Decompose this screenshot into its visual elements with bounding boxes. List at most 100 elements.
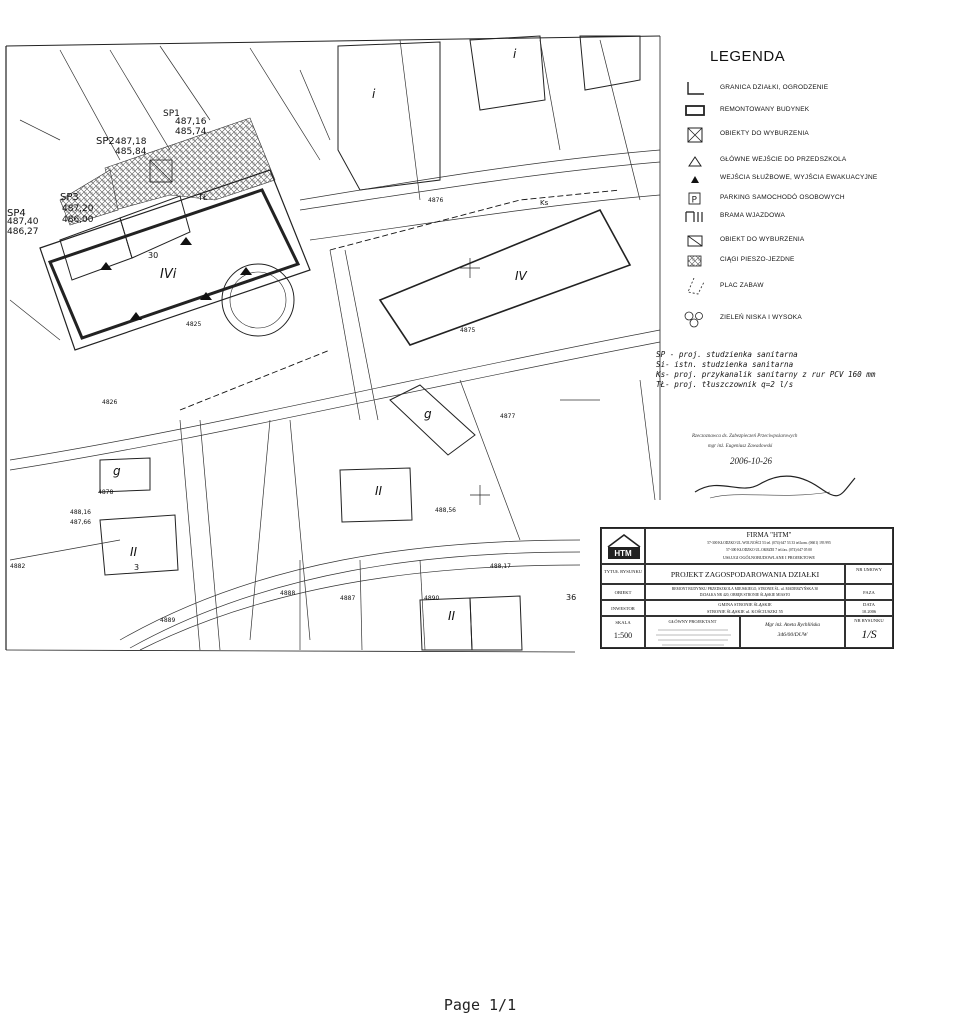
- label-number-3: 3: [134, 563, 139, 572]
- label-building-i1: i: [372, 87, 376, 101]
- label-elev-1: 487,16: [175, 117, 207, 127]
- legend-item-main-entrance: GŁÓWNE WEJŚCIE DO PRZEDSZKOLA: [672, 152, 912, 170]
- pedestrian-road-areas: [59, 117, 276, 226]
- label-elev-d7: 4882: [10, 563, 25, 570]
- pedestrian-road-hatch-icon: [687, 255, 702, 267]
- parking-p-icon: P: [688, 192, 701, 206]
- firm-name: FIRMA "HTM": [746, 531, 792, 539]
- stamp-line: mgr inż. Eugeniusz Zawadowski: [708, 444, 773, 449]
- label-building-g2: g: [113, 464, 121, 478]
- object-line-2: DZIAŁKA NR 420, OBRĘB STRONIE ŚLĄSKIE MI…: [699, 593, 791, 597]
- date-value: 10.2006: [861, 609, 877, 614]
- legend-label: CIĄGI PIESZO-JEZDNE: [720, 256, 795, 263]
- label-elev-d13: 4887: [340, 595, 355, 602]
- label-elev-d3: 4875: [460, 327, 475, 334]
- label-building-ivi: IVi: [160, 267, 177, 282]
- playground-icon: [687, 278, 705, 295]
- scale-value: 1:500: [613, 631, 633, 640]
- note-line: SP - proj. studzienka sanitarna: [656, 350, 798, 359]
- label-elev-2: 485,74: [175, 127, 207, 137]
- label-elev-d11: 4888: [280, 590, 295, 597]
- legend-label: GRANICA DZIAŁKI, OGRODZENIE: [720, 84, 829, 91]
- date-cell: DATA 10.2006: [845, 600, 893, 616]
- label-elev-d2: 4876: [428, 197, 443, 204]
- legend-item-gate: BRAMA WJAZDOWA: [672, 208, 912, 226]
- label-elev-d9: 487,66: [70, 519, 91, 526]
- designer-name: Mgr inż. Aneta Rychlińska: [765, 622, 820, 628]
- drawing-number: 1/S: [861, 627, 877, 641]
- main-entrance-triangle-icon: [688, 156, 702, 167]
- legend-panel: LEGENDA GRANICA DZIAŁKI, OGRODZENIE REMO…: [672, 38, 912, 338]
- title-label: TYTUŁ RYSUNKU: [603, 569, 643, 574]
- label-building-ii3: II: [448, 609, 456, 623]
- contract-cell: NR UMOWY: [845, 564, 893, 584]
- legend-label: OBIEKT DO WYBURZENIA: [720, 236, 805, 243]
- scale-label: SKALA: [615, 620, 631, 625]
- label-building-iv: IV: [515, 269, 528, 283]
- title-label-cell: TYTUŁ RYSUNKU: [601, 564, 645, 584]
- label-elev-d8: 488,56: [435, 507, 456, 514]
- object-label: OBIEKT: [614, 590, 632, 595]
- label-elev-d14: 4889: [160, 617, 175, 624]
- object-line-1: REMONT BUDYNKU PRZEDSZKOLA MIEJSKIEGO, S…: [671, 587, 819, 591]
- contract-label: NR UMOWY: [856, 567, 882, 572]
- label-sp2: SP2: [96, 136, 115, 147]
- label-elev-d10: 488,16: [70, 509, 91, 516]
- logo-text: HTM: [614, 549, 632, 558]
- legend-item-parking: P PARKING SAMOCHODÓ OSOBOWYCH: [672, 190, 912, 208]
- note-line: Si- istn. studzienka sanitarna: [656, 360, 794, 369]
- legend-title: LEGENDA: [710, 48, 786, 65]
- drawing-title: PROJEKT ZAGOSPODAROWANIA DZIAŁKI: [670, 570, 820, 579]
- stamp-line: Rzeczoznawca ds. Zabezpieczeń Przeciwpoż…: [692, 434, 798, 439]
- label-elev-d6: 4878: [98, 489, 113, 496]
- map-frame: [5, 35, 661, 653]
- note-line: TŁ- proj. tłuszczownik q=2 l/s: [656, 380, 794, 389]
- legend-label: REMONTOWANY BUDYNEK: [720, 106, 810, 113]
- legend-item-renovated: REMONTOWANY BUDYNEK: [672, 102, 912, 120]
- legend-label: WEJŚCIA SŁUŻBOWE, WYJŚCIA EWAKUACYJNE: [720, 174, 878, 181]
- note-line: Ks- proj. przykanalik sanitarny z rur PC…: [656, 370, 876, 379]
- label-elev-8: 486,27: [7, 227, 39, 237]
- legend-label: ZIELEŃ NISKA I WYSOKA: [720, 314, 802, 321]
- label-elev-6: 486,00: [62, 215, 94, 225]
- greenery-icon: [684, 311, 703, 328]
- label-ks: Ks: [540, 199, 549, 207]
- map-label-group: SP1 SP2 SP3 SP4 487,16 485,74 487,18 485…: [7, 47, 576, 624]
- title-cell: PROJEKT ZAGOSPODAROWANIA DZIAŁKI: [645, 564, 845, 584]
- designer-stamp: [656, 629, 731, 646]
- label-tl: TŁ: [197, 193, 208, 202]
- label-elev-d5: 4826: [102, 399, 117, 406]
- firm-cell: FIRMA "HTM" 57-300 KŁODZKO UL.WOLNOŚCI 5…: [645, 528, 893, 564]
- legend-item-demolition-object: OBIEKT DO WYBURZENIA: [672, 232, 912, 250]
- legend-label: PLAC ZABAW: [720, 282, 764, 289]
- road-lines: [9, 39, 661, 651]
- service-entrance-triangle-icon: [691, 176, 699, 183]
- designer-cell: Mgr inż. Aneta Rychlińska 346/00/DUW: [740, 616, 845, 648]
- label-building-ii1: II: [375, 484, 383, 498]
- investor-line-2: STRONIE ŚLĄSKIE ul. KOŚCIUSZKI 55: [707, 609, 783, 614]
- chief-designer-label: GŁÓWNY PROJEKTANT: [668, 619, 717, 624]
- stamp-date: 2006-10-26: [730, 456, 772, 466]
- firm-services: USŁUGI OGÓLNOBUDOWLANE I PROJEKTOWE: [723, 555, 815, 560]
- map-sheet: SP1 SP2 SP3 SP4 487,16 485,74 487,18 485…: [5, 35, 912, 653]
- label-building-ii2: II: [130, 545, 138, 559]
- legend-label: OBIEKTY DO WYBURZENIA: [720, 130, 809, 137]
- label-elev-d4: 4877: [500, 413, 515, 420]
- legend-item-demolition-objects: OBIEKTY DO WYBURZENIA: [672, 126, 912, 144]
- svg-text:P: P: [692, 196, 698, 206]
- htm-logo-icon: [607, 534, 641, 559]
- renovated-building-icon: [685, 105, 705, 116]
- investor-label-cell: INWESTOR: [601, 600, 645, 616]
- drawing-number-label: NR RYSUNKU: [854, 618, 884, 623]
- label-elev-5: 487,20: [62, 204, 94, 214]
- phase-cell: FAZA: [845, 584, 893, 600]
- expert-stamp: Rzeczoznawca ds. Zabezpieczeń Przeciwpoż…: [690, 432, 860, 502]
- survey-crosses: [460, 258, 490, 505]
- firm-address-1: 57-300 KŁODZKO UL.WOLNOŚCI 53 tel. (074)…: [707, 541, 831, 545]
- label-elev-d12: 488,17: [490, 563, 511, 570]
- buildings: [99, 35, 641, 651]
- legend-item-pedestrian-roads: CIĄGI PIESZO-JEZDNE: [672, 252, 912, 270]
- legend-item-boundary: GRANICA DZIAŁKI, OGRODZENIE: [672, 80, 912, 98]
- signature: [694, 475, 856, 499]
- chief-designer-cell: GŁÓWNY PROJEKTANT: [645, 616, 740, 648]
